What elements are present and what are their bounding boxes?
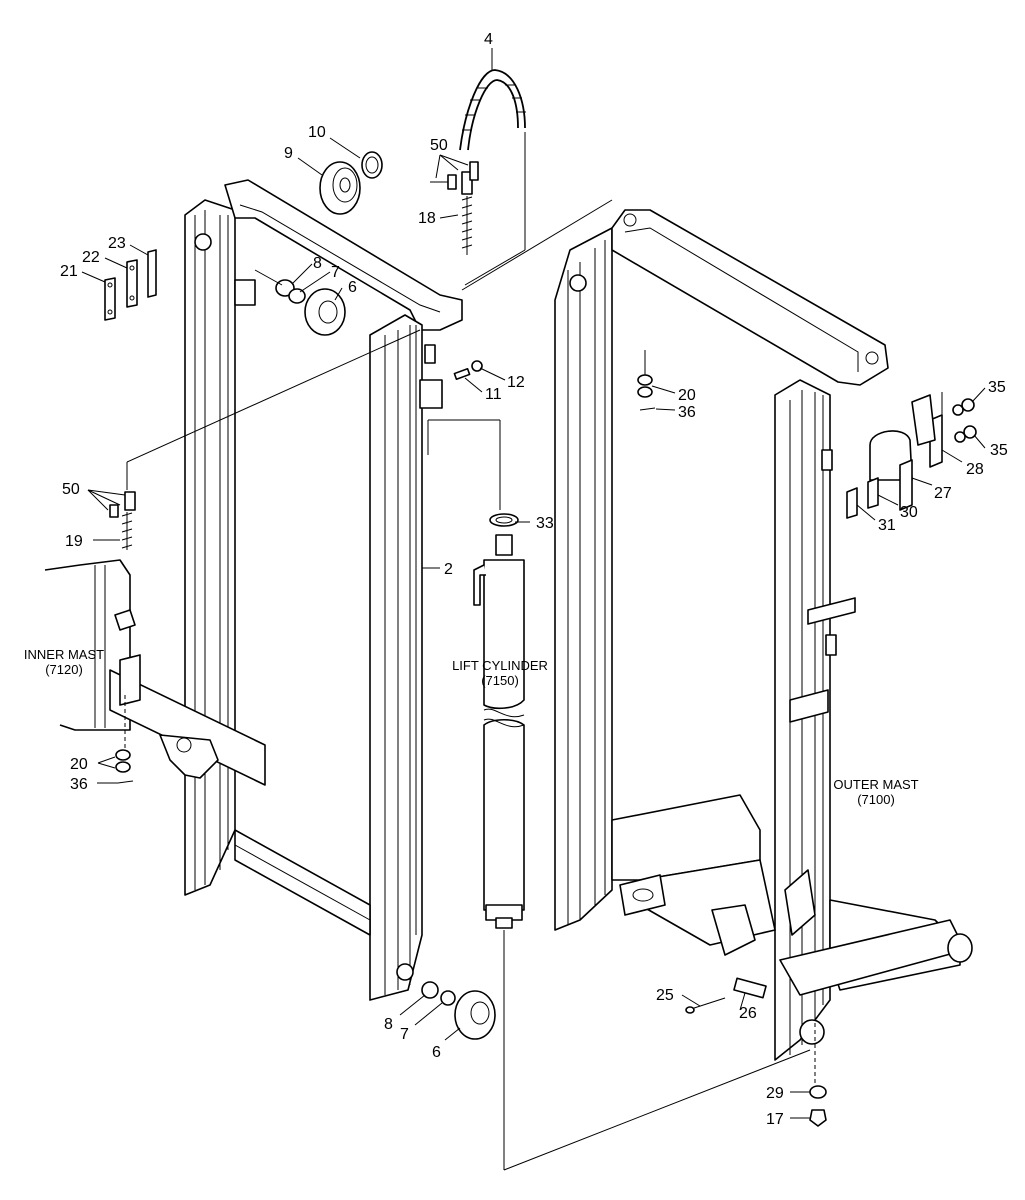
- outer-mast-code: (7100): [857, 792, 895, 807]
- callout-36-outer: 36: [678, 404, 696, 421]
- callout-33: 33: [536, 515, 554, 532]
- chain-sheave: [319, 151, 383, 215]
- assembly-captions: INNER MAST (7120) LIFT CYLINDER (7150) O…: [24, 647, 919, 807]
- callout-23: 23: [108, 235, 126, 252]
- inner-mast-code: (7120): [45, 662, 83, 677]
- hose-bracket-set: [846, 394, 943, 519]
- stopper-bolts: [453, 360, 483, 381]
- callout-35-lower: 35: [990, 442, 1008, 459]
- bolts-35: [952, 398, 977, 443]
- callout-8-lower: 8: [384, 1016, 393, 1033]
- callout-25: 25: [656, 987, 674, 1004]
- callout-12: 12: [507, 374, 525, 391]
- callout-22: 22: [82, 249, 100, 266]
- callout-35-upper: 35: [988, 379, 1006, 396]
- lower-roller-set: [421, 981, 496, 1040]
- callout-50-lower: 50: [62, 481, 80, 498]
- callout-31: 31: [878, 517, 896, 534]
- callout-19: 19: [65, 533, 83, 550]
- callout-50-upper: 50: [430, 137, 448, 154]
- inner-mast-title: INNER MAST: [24, 647, 104, 662]
- callout-20-outer: 20: [678, 387, 696, 404]
- callout-36-inner: 36: [70, 776, 88, 793]
- callout-10: 10: [308, 124, 326, 141]
- callout-2: 2: [444, 561, 453, 578]
- callout-21: 21: [60, 263, 78, 280]
- lift-cylinder-title: LIFT CYLINDER: [452, 658, 548, 673]
- callout-27: 27: [934, 485, 952, 502]
- callout-6-lower: 6: [432, 1044, 441, 1061]
- lift-cylinder: [473, 513, 525, 929]
- outer-mast-title: OUTER MAST: [833, 777, 918, 792]
- washer-bolt: [809, 1085, 827, 1127]
- pivot-pin: [685, 977, 767, 1014]
- chain-anchor-bolt-lower: [109, 491, 136, 550]
- lift-cylinder-code: (7150): [481, 673, 519, 688]
- inner-mast-detail: [44, 559, 266, 786]
- callout-4: 4: [484, 31, 493, 48]
- callout-9: 9: [284, 145, 293, 162]
- nuts-outer: [637, 374, 656, 411]
- lift-chain: [459, 69, 526, 151]
- callout-18: 18: [418, 210, 436, 227]
- callout-6-upper: 6: [348, 279, 357, 296]
- callout-28: 28: [966, 461, 984, 478]
- chain-anchor-bolt: [430, 161, 479, 255]
- callout-7-upper: 7: [331, 264, 340, 281]
- callout-29: 29: [766, 1085, 784, 1102]
- callout-7-lower: 7: [400, 1026, 409, 1043]
- outer-mast: [554, 209, 973, 1061]
- callout-26: 26: [739, 1005, 757, 1022]
- callout-8-upper: 8: [313, 255, 322, 272]
- callout-numbers: 4 10 9 50 18 23 22 21 8 7 6 12 11 20 36 …: [60, 31, 1008, 1128]
- leader-lines: [81, 137, 986, 1119]
- nuts-inner: [115, 749, 134, 784]
- callout-17: 17: [766, 1111, 784, 1128]
- shim-plates: [104, 249, 157, 321]
- callout-11: 11: [485, 386, 502, 403]
- callout-30: 30: [900, 504, 918, 521]
- upper-roller-set: [275, 279, 346, 336]
- callout-20-inner: 20: [70, 756, 88, 773]
